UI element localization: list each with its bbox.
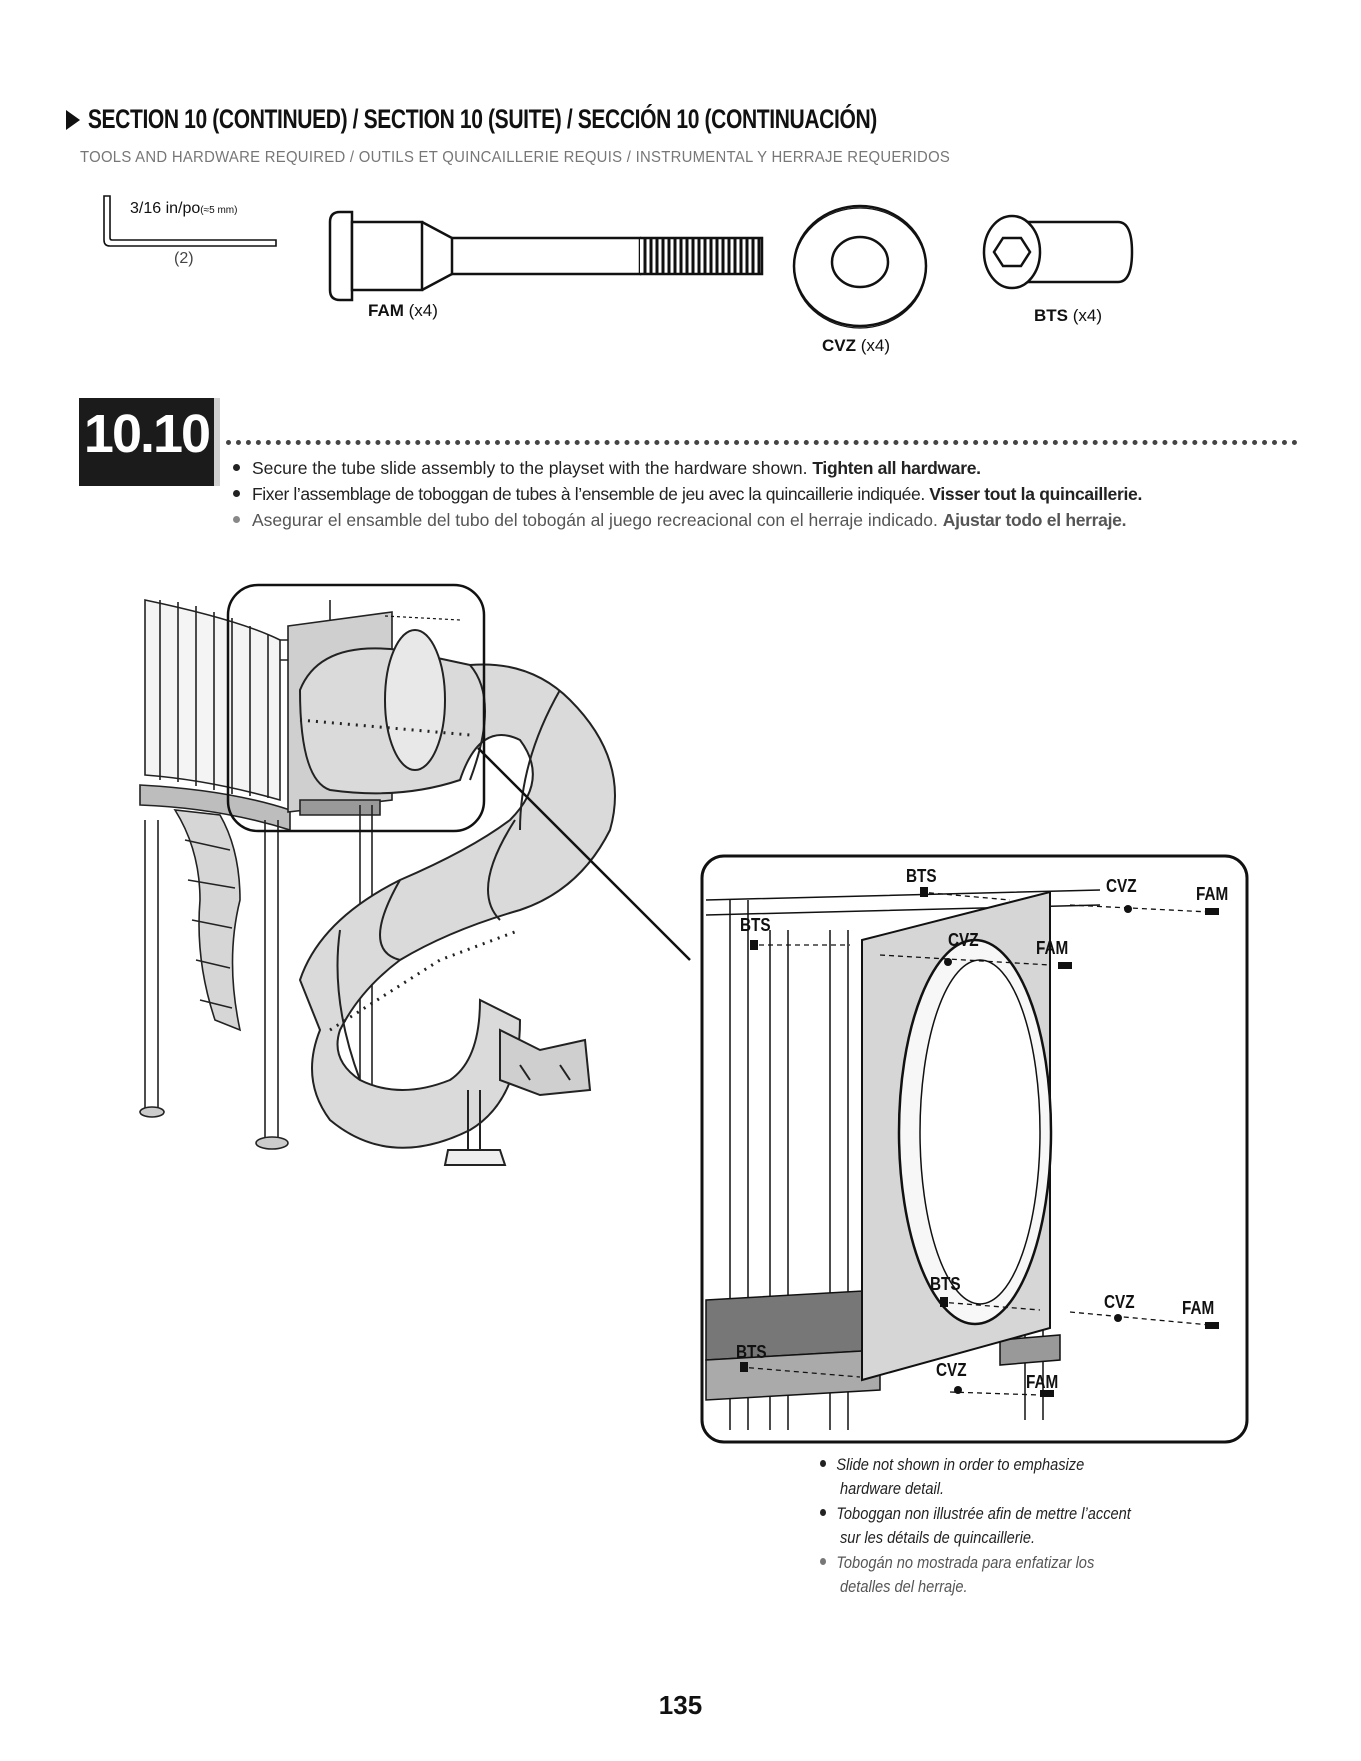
note-fr-line1: Toboggan non illustrée afin de mettre l’… [820, 1504, 1131, 1524]
hex-key-size: 3/16 in/po(≈5 mm) [130, 200, 238, 217]
tube-slide-drawing [298, 629, 616, 1166]
detail-label-cvz: CVZ [948, 930, 979, 950]
bts-label: BTS (x4) [1034, 306, 1103, 325]
bullet-icon [820, 1558, 827, 1565]
step-box-shadow [214, 398, 220, 486]
detail-label-bts: BTS [736, 1342, 767, 1362]
instruction-en: Secure the tube slide assembly to the pl… [233, 458, 981, 479]
section-title: SECTION 10 (CONTINUED) / SECTION 10 (SUI… [66, 104, 877, 135]
step-number-box [79, 398, 214, 486]
hex-key-quantity: (2) [174, 250, 194, 267]
hex-key-icon [103, 195, 277, 247]
note-en-line2: hardware detail. [840, 1479, 945, 1498]
bullet-icon [233, 516, 240, 523]
detail-label-cvz: CVZ [1104, 1292, 1135, 1312]
bullet-icon [820, 1460, 827, 1467]
detail-label-bts: BTS [740, 915, 771, 935]
play-arrow-icon [66, 110, 81, 130]
detail-label-bts: BTS [906, 866, 937, 886]
detail-callout-frame [226, 583, 691, 961]
section-subtitle: TOOLS AND HARDWARE REQUIRED / OUTILS ET … [80, 149, 951, 166]
detail-label-cvz: CVZ [1106, 876, 1137, 896]
instruction-fr: Fixer l’assemblage de toboggan de tubes … [233, 484, 1142, 505]
detail-label-fam: FAM [1036, 938, 1069, 958]
note-es-line1: Tobogán no mostrada para enfatizar los [820, 1553, 1094, 1573]
step-number: 10.10 [83, 404, 211, 464]
fam-label: FAM (x4) [368, 301, 438, 320]
bts-barrel-nut-icon [982, 214, 1134, 290]
note-es-line2: detalles del herraje. [840, 1577, 968, 1596]
dotted-divider [226, 440, 1298, 445]
cvz-label: CVZ (x4) [822, 336, 891, 355]
bullet-icon [820, 1509, 827, 1516]
detail-label-fam: FAM [1196, 884, 1229, 904]
playset-tower-drawing [139, 599, 380, 1150]
note-en-line1: Slide not shown in order to emphasize [820, 1455, 1084, 1475]
page-number: 135 [658, 1690, 703, 1720]
cvz-washer-icon [792, 204, 928, 329]
detail-label-cvz: CVZ [936, 1360, 967, 1380]
hardware-detail-box [700, 854, 1249, 1444]
fam-bolt-icon [328, 210, 764, 302]
note-fr-line2: sur les détails de quincaillerie. [840, 1528, 1036, 1547]
detail-label-fam: FAM [1026, 1372, 1059, 1392]
detail-label-fam: FAM [1182, 1298, 1215, 1318]
bullet-icon [233, 464, 240, 471]
bullet-icon [233, 490, 240, 497]
detail-label-bts: BTS [930, 1274, 961, 1294]
instruction-es: Asegurar el ensamble del tubo del tobogá… [233, 510, 1126, 531]
